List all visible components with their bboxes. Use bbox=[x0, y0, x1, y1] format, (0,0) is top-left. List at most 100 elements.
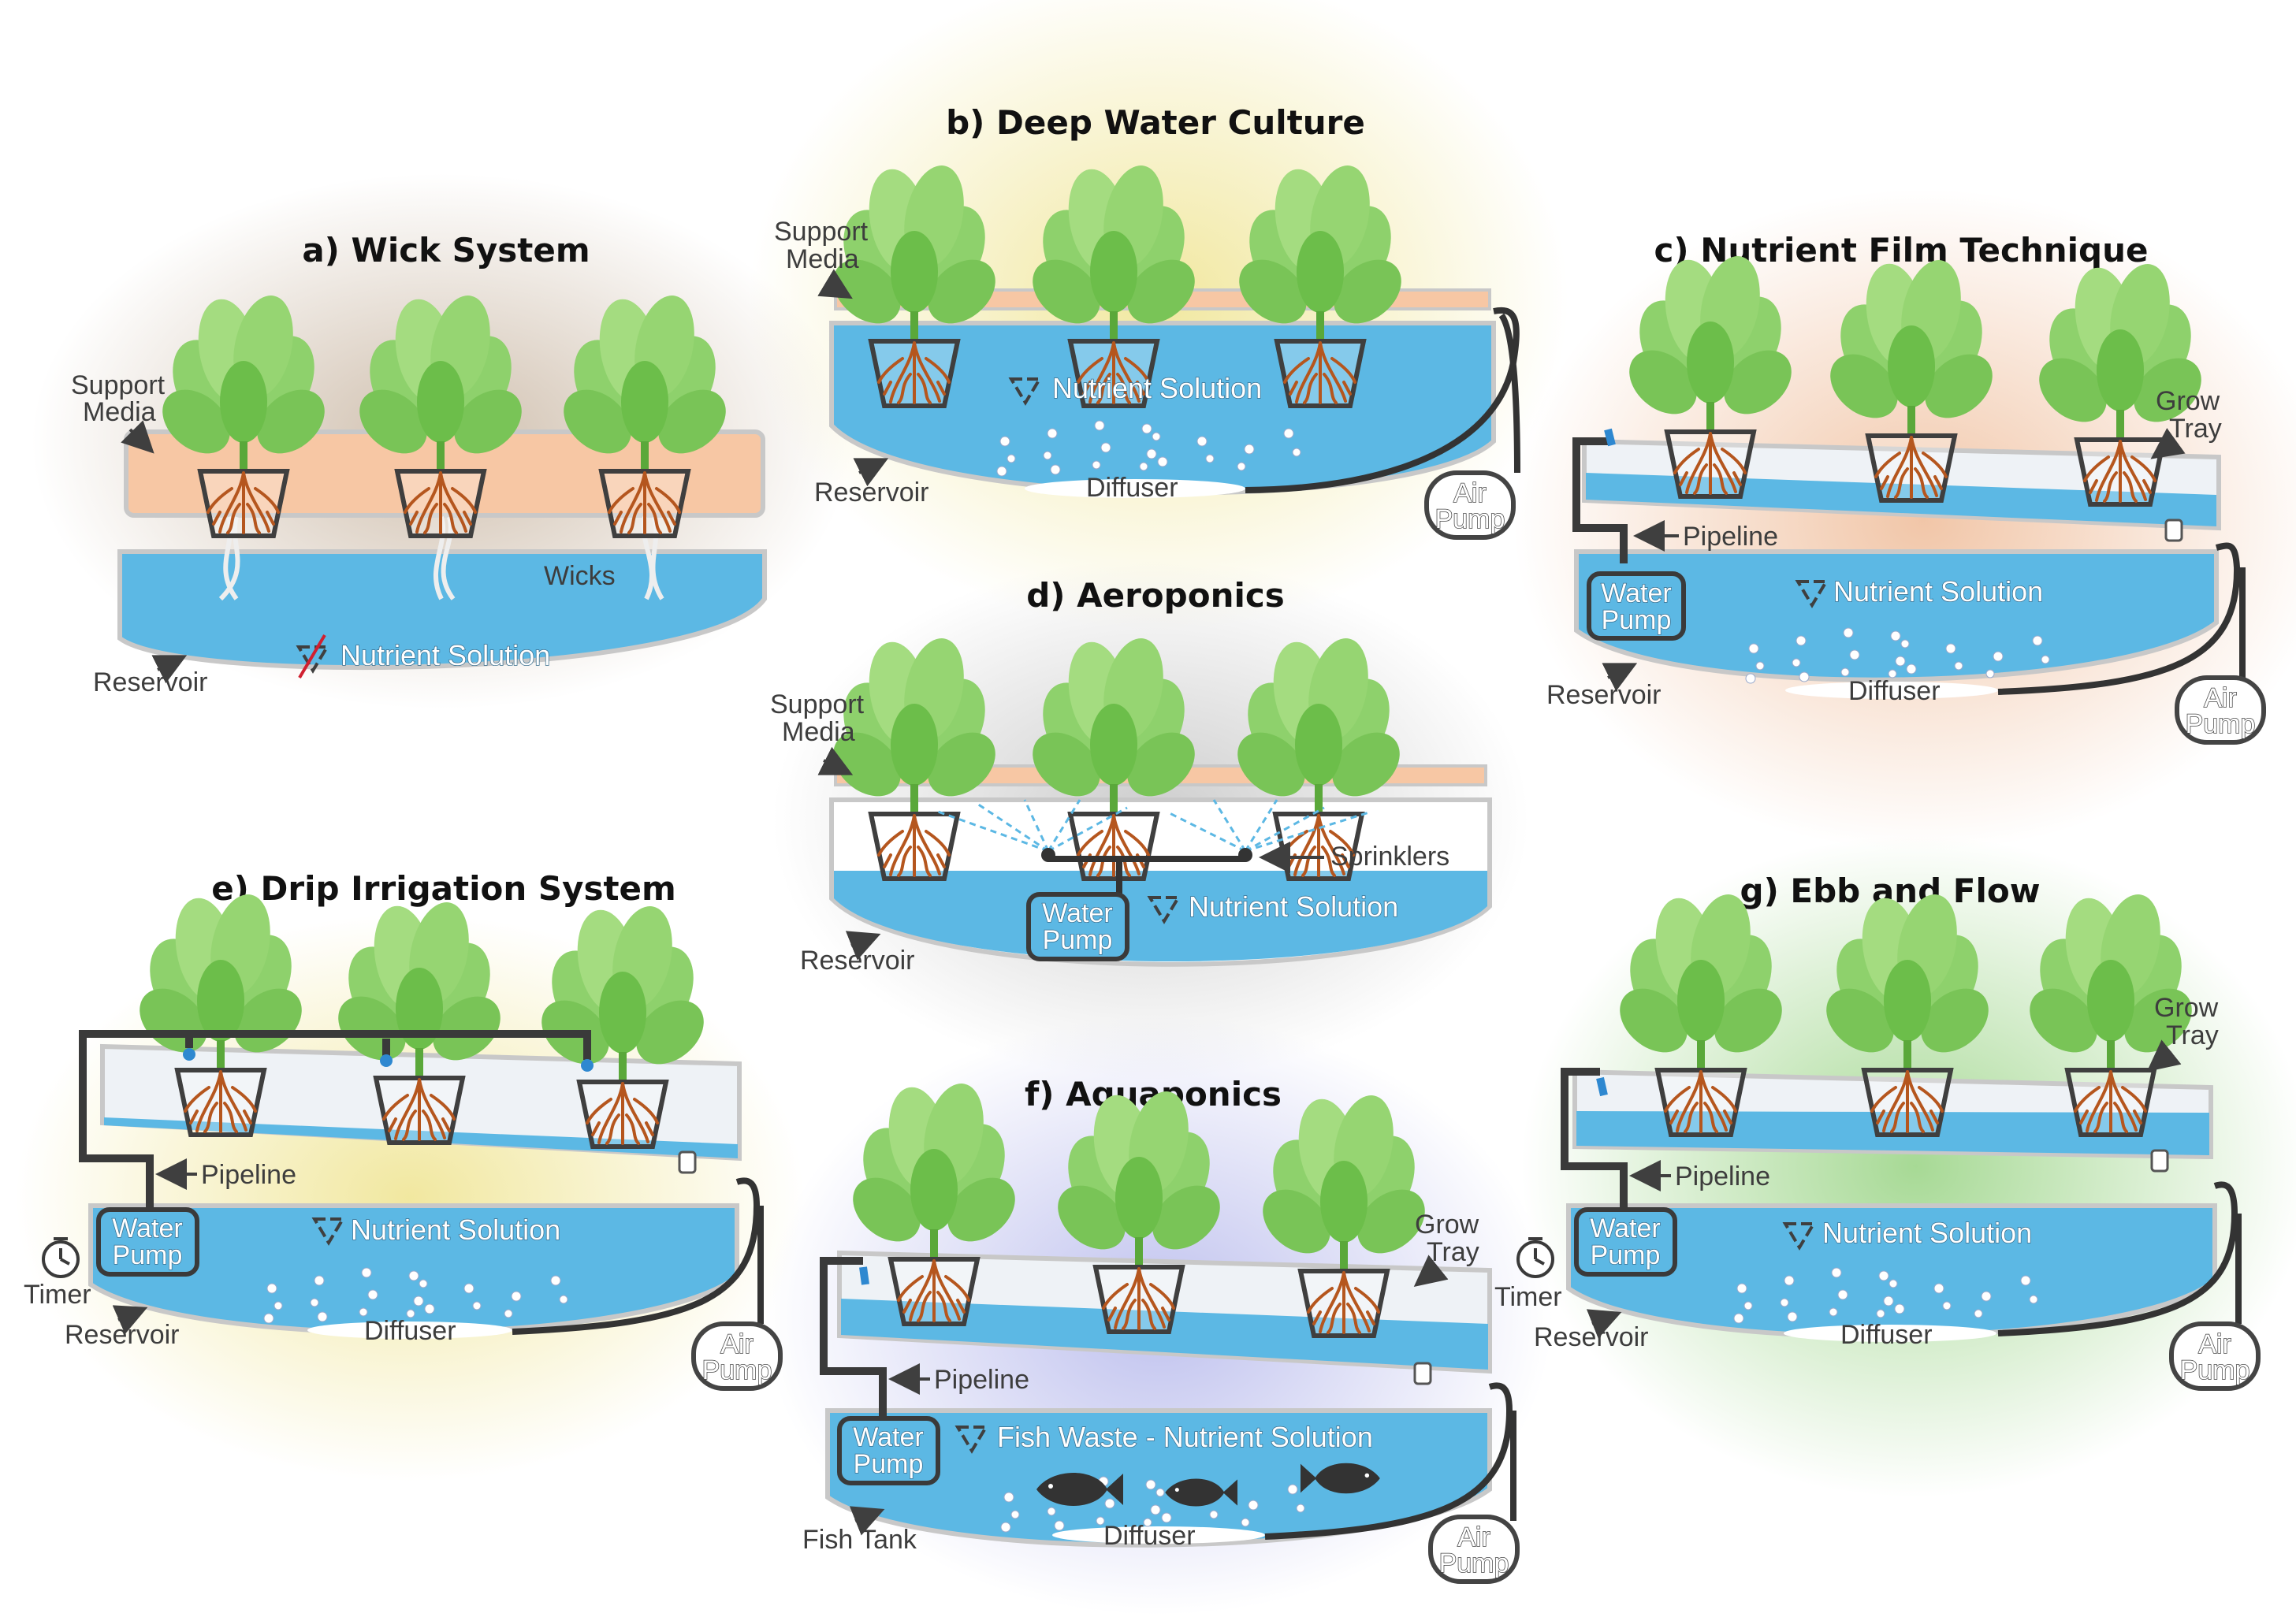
label-air-pump-1: Air bbox=[2204, 683, 2237, 713]
drain bbox=[1413, 1362, 1432, 1385]
panel-deep-water-culture: b) Deep Water Culture Air Pump Support M… bbox=[774, 103, 1520, 540]
air-pump bbox=[2169, 1321, 2261, 1391]
diffuser bbox=[1785, 682, 1998, 699]
label-water-pump-1: Water bbox=[1590, 1214, 1660, 1243]
sprinkler bbox=[1238, 848, 1252, 862]
nutrient-pool bbox=[834, 871, 1487, 962]
air-pump bbox=[2175, 675, 2266, 745]
sprinkler bbox=[1041, 848, 1055, 862]
drain bbox=[678, 1150, 697, 1174]
label-water-pump-2: Pump bbox=[1043, 925, 1113, 955]
label-support-media-1: Support bbox=[71, 370, 166, 400]
label-diffuser: Diffuser bbox=[1848, 676, 1941, 706]
reservoir-tank bbox=[117, 549, 767, 671]
label-support-media-2: Media bbox=[786, 244, 859, 274]
label-air-pump-2: Pump bbox=[2186, 709, 2256, 739]
diffuser bbox=[1784, 1325, 1996, 1342]
air-tube bbox=[1245, 307, 1520, 493]
label-water-pump-1: Water bbox=[1042, 898, 1112, 928]
label-water-pump-1: Water bbox=[853, 1422, 923, 1452]
label-nutrient-solution: Nutrient Solution bbox=[1822, 1217, 2032, 1249]
label-diffuser: Diffuser bbox=[1840, 1320, 1933, 1350]
air-pump bbox=[1428, 1515, 1520, 1584]
label-nutrient-solution: Fish Waste - Nutrient Solution bbox=[997, 1421, 1373, 1453]
label-water-pump-1: Water bbox=[1601, 578, 1671, 608]
label-nutrient-solution: Nutrient Solution bbox=[351, 1214, 560, 1246]
panel-title: a) Wick System bbox=[302, 231, 590, 270]
tray-water bbox=[841, 1299, 1488, 1370]
drain bbox=[2164, 519, 2183, 542]
reservoir-tank bbox=[1574, 549, 2219, 682]
label-diffuser: Diffuser bbox=[1103, 1521, 1196, 1551]
label-grow-tray-2: Tray bbox=[1427, 1237, 1479, 1267]
label-sprinklers: Sprinklers bbox=[1330, 842, 1449, 872]
label-air-pump-1: Air bbox=[2198, 1329, 2231, 1359]
label-water-pump-2: Pump bbox=[113, 1240, 183, 1270]
label-water-pump-2: Pump bbox=[1602, 605, 1672, 635]
label-pipeline: Pipeline bbox=[1675, 1162, 1770, 1191]
pipeline bbox=[1561, 1068, 1628, 1214]
label-reservoir: Reservoir bbox=[814, 478, 928, 507]
label-reservoir: Reservoir bbox=[65, 1320, 179, 1350]
label-reservoir: Reservoir bbox=[1546, 680, 1661, 710]
label-diffuser: Diffuser bbox=[1086, 473, 1178, 503]
water-pump bbox=[1574, 1207, 1677, 1277]
label-air-pump-2: Pump bbox=[2180, 1355, 2250, 1385]
water-pump bbox=[1587, 571, 1686, 641]
label-timer: Timer bbox=[1494, 1282, 1562, 1312]
label-nutrient-solution: Nutrient Solution bbox=[340, 639, 550, 671]
label-grow-tray-1: Grow bbox=[2154, 993, 2219, 1023]
label-nutrient-solution: Nutrient Solution bbox=[1189, 890, 1398, 923]
pipeline bbox=[79, 1030, 591, 1214]
label-nutrient-solution: Nutrient Solution bbox=[1833, 575, 2043, 608]
panel-title: e) Drip Irrigation System bbox=[211, 869, 676, 908]
label-support-media-2: Media bbox=[83, 397, 156, 427]
label-air-pump-1: Air bbox=[1453, 478, 1487, 508]
panel-aeroponics: d) Aeroponics Water Pump Support Media S… bbox=[770, 576, 1492, 976]
label-grow-tray-1: Grow bbox=[2156, 386, 2220, 416]
label-support-media-1: Support bbox=[774, 217, 869, 247]
label-support-media-1: Support bbox=[770, 690, 865, 719]
label-fish-tank: Fish Tank bbox=[802, 1525, 917, 1555]
panel-title: d) Aeroponics bbox=[1026, 576, 1285, 615]
label-air-pump-2: Pump bbox=[702, 1355, 772, 1385]
panel-nutrient-film-technique: c) Nutrient Film Technique Water Pump Pi… bbox=[1546, 231, 2266, 745]
label-reservoir: Reservoir bbox=[800, 946, 914, 976]
label-air-pump-1: Air bbox=[1457, 1522, 1490, 1552]
label-air-pump-2: Pump bbox=[1439, 1548, 1509, 1578]
diffuser bbox=[307, 1321, 512, 1339]
label-wicks: Wicks bbox=[544, 561, 616, 591]
panel-ebb-and-flow: g) Ebb and Flow Water Pump Pipeline Grow… bbox=[1494, 872, 2261, 1391]
panel-wick-system: a) Wick System Support Media Wicks Nutri… bbox=[71, 231, 767, 697]
water-pump bbox=[1026, 892, 1129, 961]
label-pipeline: Pipeline bbox=[1683, 522, 1778, 552]
diffuser bbox=[1052, 1526, 1265, 1544]
label-nutrient-solution: Nutrient Solution bbox=[1052, 372, 1262, 404]
air-tube bbox=[512, 1177, 761, 1335]
label-grow-tray-2: Tray bbox=[2166, 1020, 2219, 1050]
label-reservoir: Reservoir bbox=[1534, 1322, 1648, 1352]
pipeline bbox=[1572, 437, 1628, 563]
diffuser bbox=[1025, 479, 1245, 498]
air-pump bbox=[1424, 470, 1516, 540]
label-water-pump-2: Pump bbox=[854, 1449, 924, 1479]
air-tube bbox=[1264, 1382, 1513, 1540]
water-pump bbox=[837, 1416, 940, 1485]
label-water-pump-1: Water bbox=[112, 1214, 182, 1243]
water-pump bbox=[96, 1207, 199, 1277]
air-tube bbox=[1997, 1181, 2238, 1336]
label-grow-tray-2: Tray bbox=[2169, 414, 2222, 444]
drain bbox=[2150, 1149, 2169, 1173]
panel-title: b) Deep Water Culture bbox=[946, 103, 1365, 142]
label-pipeline: Pipeline bbox=[934, 1365, 1029, 1395]
panel-drip-irrigation: e) Drip Irrigation System Water Pump Pip… bbox=[24, 869, 783, 1391]
label-support-media-2: Media bbox=[782, 717, 855, 747]
wicks bbox=[218, 516, 664, 601]
label-diffuser: Diffuser bbox=[364, 1316, 456, 1346]
label-reservoir: Reservoir bbox=[93, 667, 207, 697]
air-pump bbox=[691, 1321, 783, 1391]
label-timer: Timer bbox=[24, 1280, 91, 1310]
panel-aquaponics: f) Aquaponics Water Pump Pipeline Grow T… bbox=[802, 1075, 1520, 1584]
air-tube bbox=[1997, 542, 2241, 695]
